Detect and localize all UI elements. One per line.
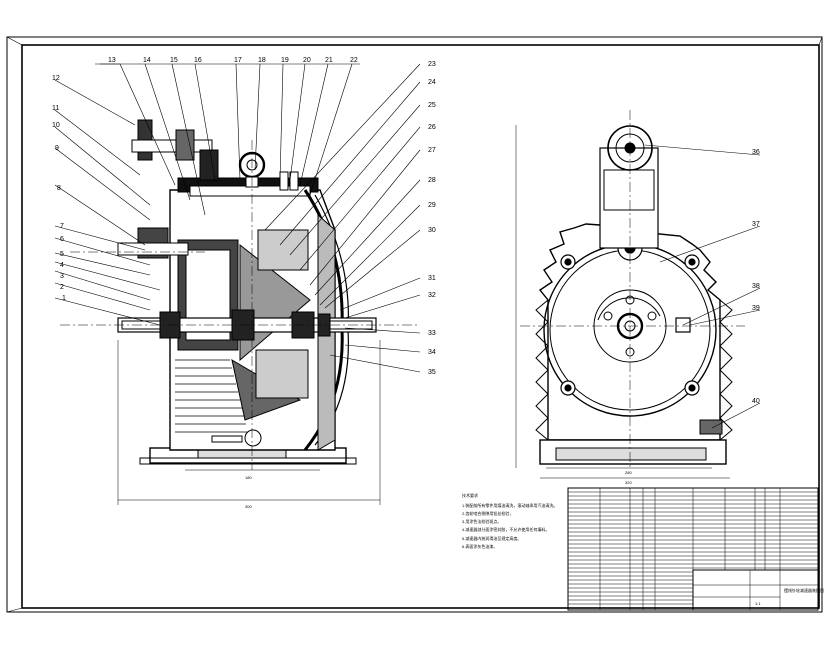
callout-37: 37 <box>752 221 760 228</box>
callout-15: 15 <box>170 57 178 64</box>
callout-1: 1 <box>62 295 66 302</box>
callout-16: 16 <box>194 57 202 64</box>
notes-line-5: 5.减速器内装润滑油至规定高度。 <box>462 535 521 541</box>
sheet-inner-frame <box>21 44 820 609</box>
callout-35: 35 <box>428 369 436 376</box>
callout-19: 19 <box>281 57 289 64</box>
dim-side-base: 280 <box>625 470 632 475</box>
left-callout-labels: 12 11 10 9 8 7 6 5 3 4 2 1 <box>52 75 66 302</box>
callout-22: 22 <box>350 57 358 64</box>
drawing-title: 摆线针轮减速器装配图 <box>784 587 824 593</box>
dim-side-width: 320 <box>625 480 632 485</box>
callout-4: 4 <box>60 262 64 269</box>
callout-20: 20 <box>303 57 311 64</box>
callout-13: 13 <box>108 57 116 64</box>
callout-9: 9 <box>55 145 59 152</box>
callout-3: 3 <box>60 273 64 280</box>
sheet-outer-frame <box>6 36 823 613</box>
top-leaders <box>95 63 360 216</box>
callout-7: 7 <box>60 223 64 230</box>
callout-14: 14 <box>143 57 151 64</box>
callout-39: 39 <box>752 305 760 312</box>
callout-36: 36 <box>752 149 760 156</box>
side-view <box>515 110 745 479</box>
notes-line-2: 2.齿轮啮合侧隙用铅丝检验， <box>462 510 513 516</box>
callout-5: 5 <box>60 251 64 258</box>
dim-base-width: 180 <box>245 475 252 480</box>
callout-30: 30 <box>428 227 436 234</box>
top-callout-labels: 13 14 15 16 17 18 19 20 21 22 <box>108 57 358 64</box>
callout-38: 38 <box>752 283 760 290</box>
callout-29: 29 <box>428 202 436 209</box>
side-leaders <box>644 144 761 429</box>
callout-21: 21 <box>325 57 333 64</box>
callout-8: 8 <box>57 185 61 192</box>
callout-18: 18 <box>258 57 266 64</box>
callout-33: 33 <box>428 330 436 337</box>
notes-line-1: 1.装配前所有零件用煤油清洗，滚动轴承用汽油清洗。 <box>462 502 557 508</box>
notes-line-4: 4.减速器剖分面涂密封胶，不允许使用任何填料。 <box>462 526 549 532</box>
right-callout-labels: 23 24 25 26 27 28 29 30 31 32 33 34 35 <box>428 61 436 376</box>
callout-40: 40 <box>752 398 760 405</box>
callout-23: 23 <box>428 61 436 68</box>
callout-32: 32 <box>428 292 436 299</box>
callout-10: 10 <box>52 122 60 129</box>
notes-line-3: 3.用涂色法检验斑点。 <box>462 518 501 524</box>
callout-2: 2 <box>60 284 64 291</box>
callout-34: 34 <box>428 349 436 356</box>
right-leaders <box>264 63 421 373</box>
callout-28: 28 <box>428 177 436 184</box>
notes-heading: 技术要求 <box>462 492 478 498</box>
callout-25: 25 <box>428 102 436 109</box>
table-rows <box>568 491 818 609</box>
callout-17: 17 <box>234 57 242 64</box>
notes-line-6: 6.表面涂灰色油漆。 <box>462 543 497 549</box>
callout-12: 12 <box>52 75 60 82</box>
technical-notes: 技术要求 1.装配前所有零件用煤油清洗，滚动轴承用汽油清洗。 2.齿轮啮合侧隙用… <box>462 492 557 549</box>
side-callout-labels: 36 37 38 39 40 280 320 <box>625 149 760 485</box>
parts-list <box>567 487 819 611</box>
callout-6: 6 <box>60 236 64 243</box>
callout-11: 11 <box>52 105 59 112</box>
dim-front-width: 300 <box>245 504 252 509</box>
callout-27: 27 <box>428 147 436 154</box>
callout-26: 26 <box>428 124 436 131</box>
front-dimension-labels: 180 300 <box>245 475 252 509</box>
callout-24: 24 <box>428 79 436 86</box>
callout-31: 31 <box>428 275 436 282</box>
drawing-scale: 1:1 <box>755 601 761 606</box>
left-leaders <box>54 79 161 326</box>
front-section-view <box>60 119 420 505</box>
